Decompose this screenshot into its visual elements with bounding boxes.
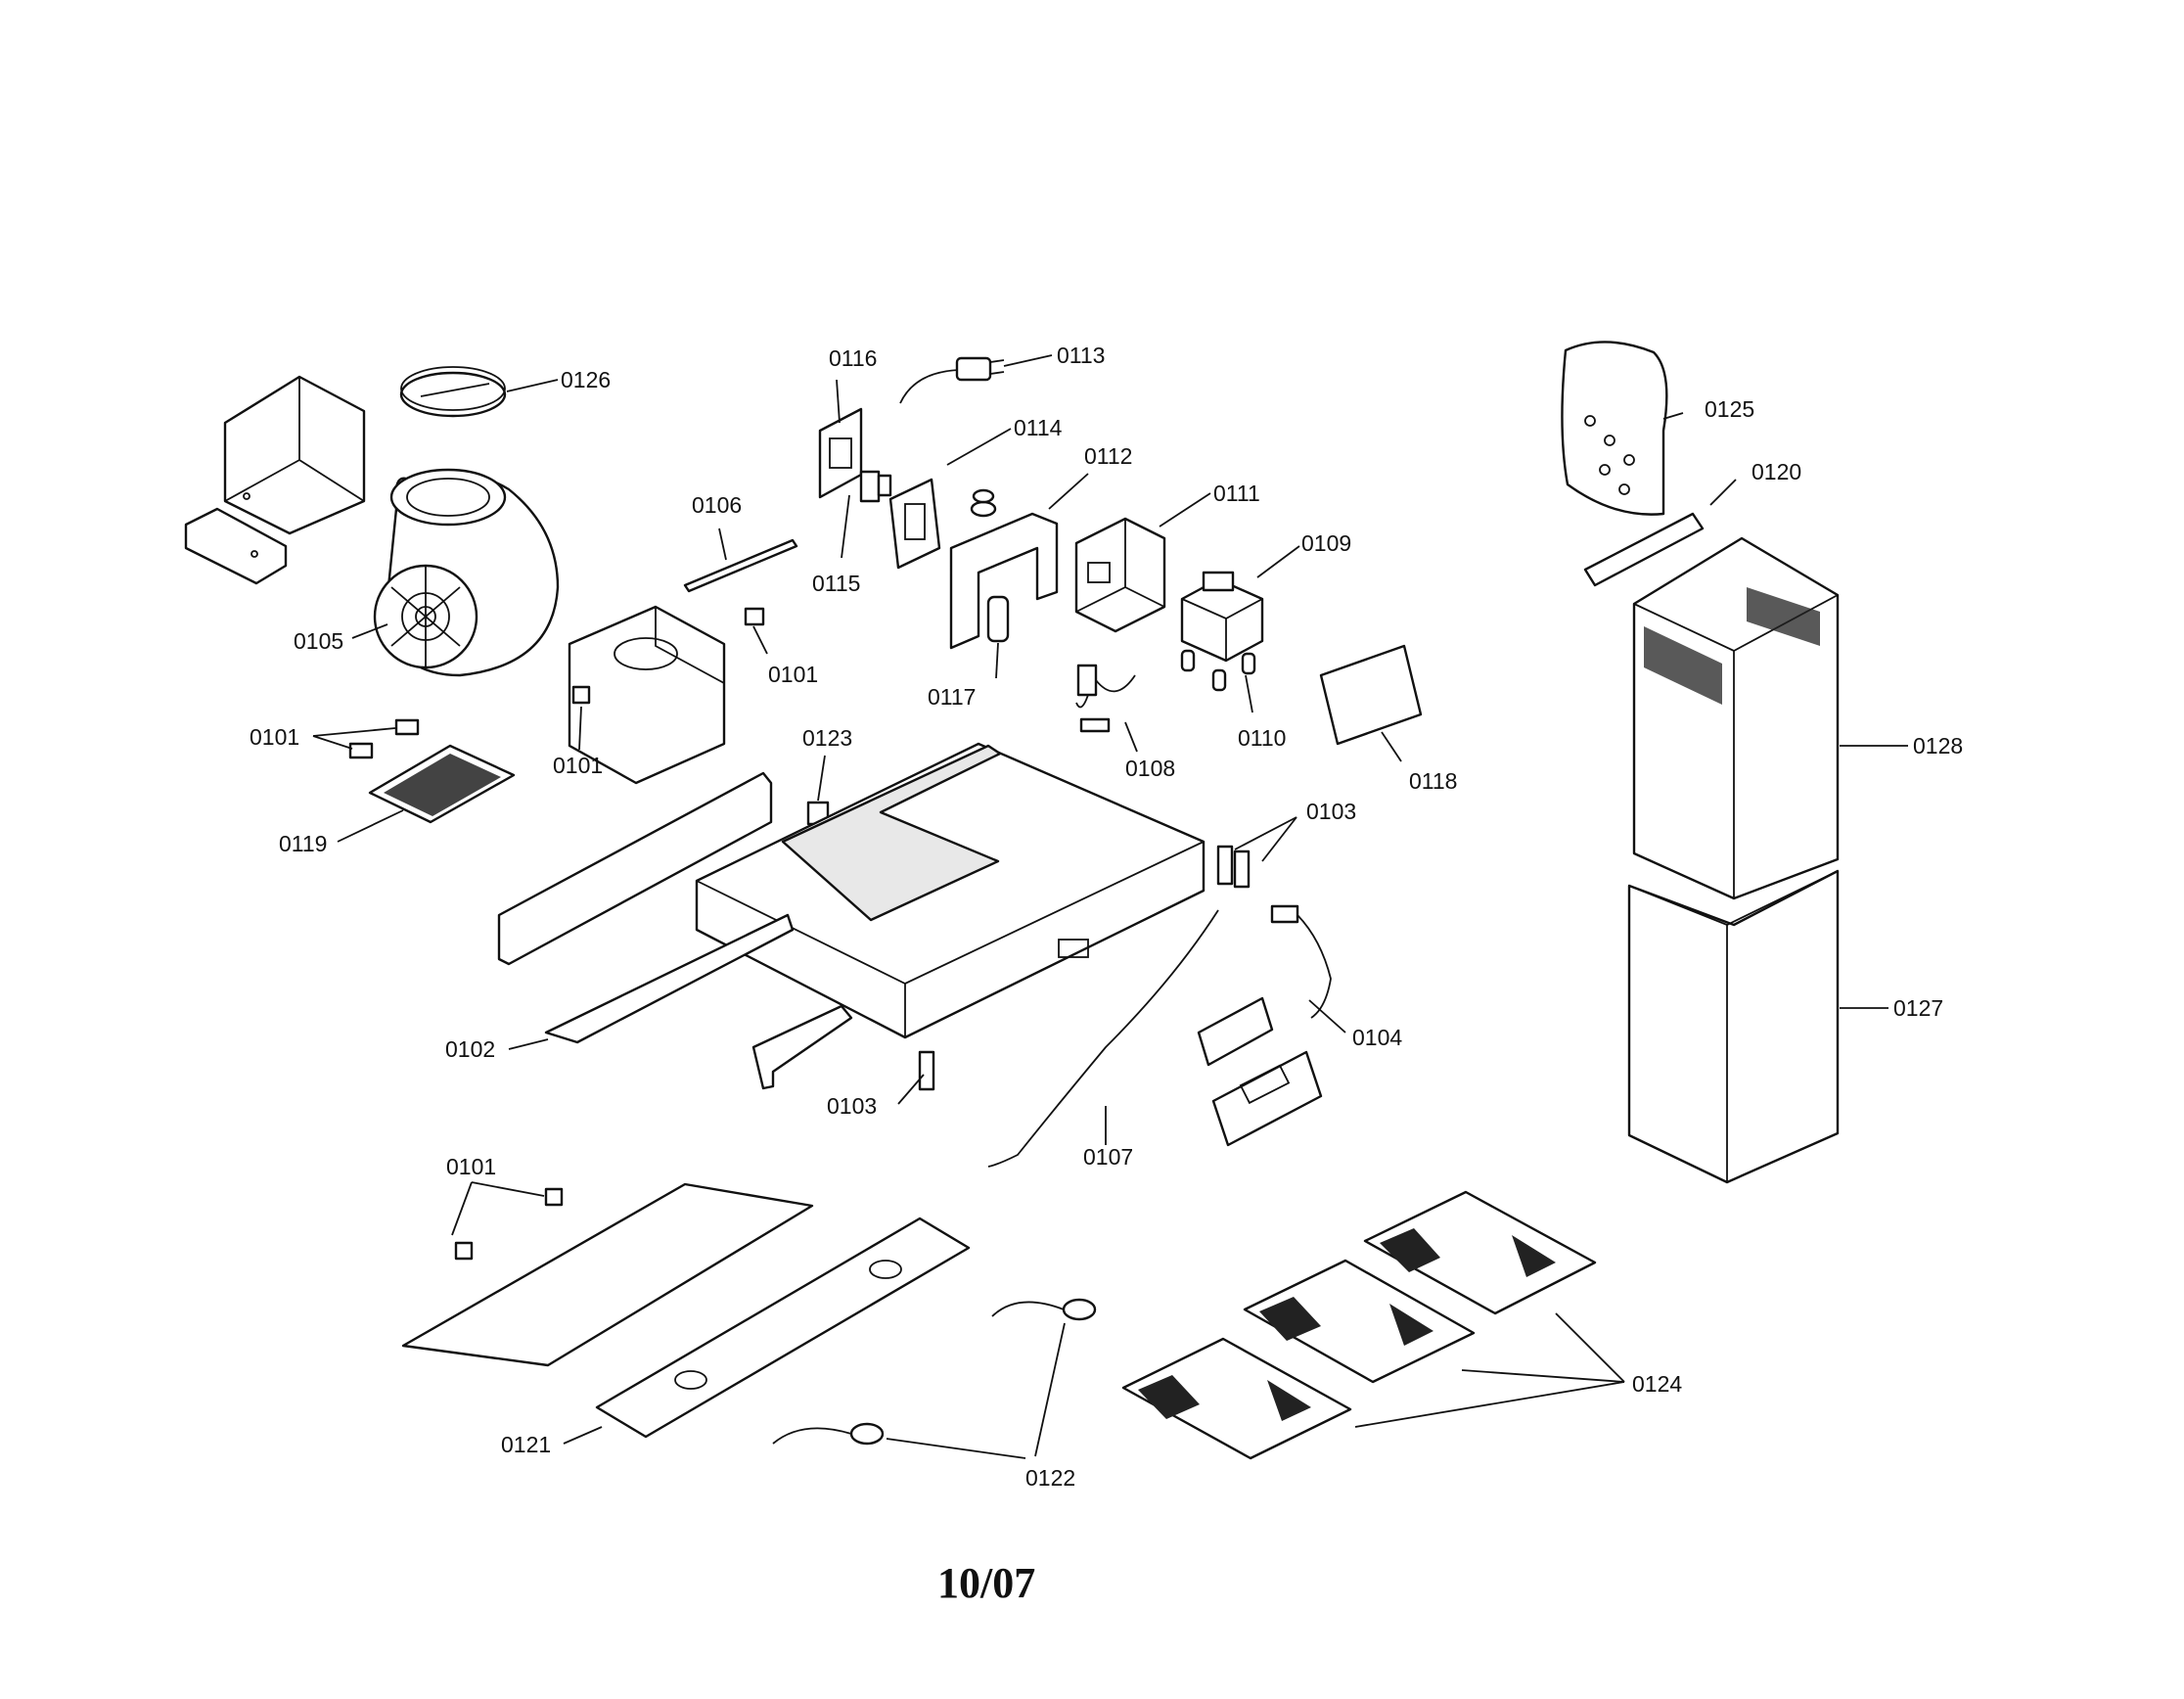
label-0126: 0126 [561,367,611,392]
part-0105-blower [373,468,560,677]
part-0114-receptacle [888,478,941,570]
callout-labels: 0126 0105 0106 0116 0113 0114 0112 0111 … [250,343,1963,1491]
label-0101-b: 0101 [768,662,818,687]
part-0108-wire-harness [1075,664,1136,733]
part-0122-lamps [772,1298,1097,1446]
part-0120-bracket [1583,512,1705,587]
footer-date: 10/07 [937,1559,1035,1607]
part-0101-clip-a [571,685,591,705]
part-0101-clip-b [744,607,765,626]
label-0123: 0123 [802,725,852,751]
label-0110: 0110 [1238,725,1286,751]
label-0108: 0108 [1125,756,1175,781]
label-0120: 0120 [1752,459,1801,484]
part-0126-duct-ring [399,366,507,418]
label-0106: 0106 [692,492,742,518]
part-0116-switch-plate [818,407,863,499]
part-0101-clip-c [348,718,420,759]
leader-lines [312,354,1908,1459]
part-0127-lower-chimney [1627,869,1840,1184]
label-0107: 0107 [1083,1144,1133,1170]
part-0106-rod [683,538,798,593]
part-0111-control-housing [1074,517,1166,633]
part-0117-capacitor [986,595,1010,643]
part-0113-power-cord [899,356,1005,404]
label-0105: 0105 [294,628,343,654]
part-0115-switch [859,470,892,503]
part-0125-hardware-bag [1561,341,1668,516]
label-0124: 0124 [1632,1371,1682,1397]
blower-bracket [184,375,366,585]
part-0112-bracket [949,488,1059,650]
label-0122: 0122 [1025,1465,1075,1491]
part-0110-spacers [1180,649,1256,692]
part-0103-hinge-bottom [918,1050,935,1091]
label-0127: 0127 [1893,995,1943,1021]
motor-mounting-plate [568,605,726,785]
label-0121: 0121 [501,1432,551,1457]
label-0111: 0111 [1213,481,1260,506]
part-0121-light-panels [401,1182,971,1439]
label-0103-a: 0103 [1306,799,1356,824]
label-0112: 0112 [1084,443,1132,469]
label-0102: 0102 [445,1036,495,1062]
part-0118-pad [1319,644,1423,746]
part-0103-hinge-top [1216,845,1251,889]
part-0128-upper-chimney [1632,536,1840,900]
part-0109-transformer [1180,571,1264,663]
label-0116: 0116 [829,345,877,371]
label-0101-d: 0101 [446,1154,496,1179]
label-0104: 0104 [1352,1025,1402,1050]
label-0117: 0117 [928,684,976,710]
label-0101-c: 0101 [250,724,299,750]
label-0115: 0115 [812,571,860,596]
label-0128: 0128 [1913,733,1963,758]
label-0103-b: 0103 [827,1093,877,1119]
label-0114: 0114 [1014,415,1063,440]
label-0119: 0119 [279,831,327,856]
hood-body [695,742,1206,1039]
part-0124-filters [1121,1190,1597,1460]
label-0125: 0125 [1705,396,1754,422]
part-0119-grille [368,744,516,824]
label-0109: 0109 [1301,530,1351,556]
part-0104-control-board [1197,904,1332,1147]
part-0102-rails [497,771,853,1090]
label-0101-a: 0101 [553,753,603,778]
part-0101-clip-d [454,1187,564,1261]
label-0113: 0113 [1057,343,1105,368]
label-0118: 0118 [1409,768,1457,794]
part-0107-cable [987,909,1219,1168]
